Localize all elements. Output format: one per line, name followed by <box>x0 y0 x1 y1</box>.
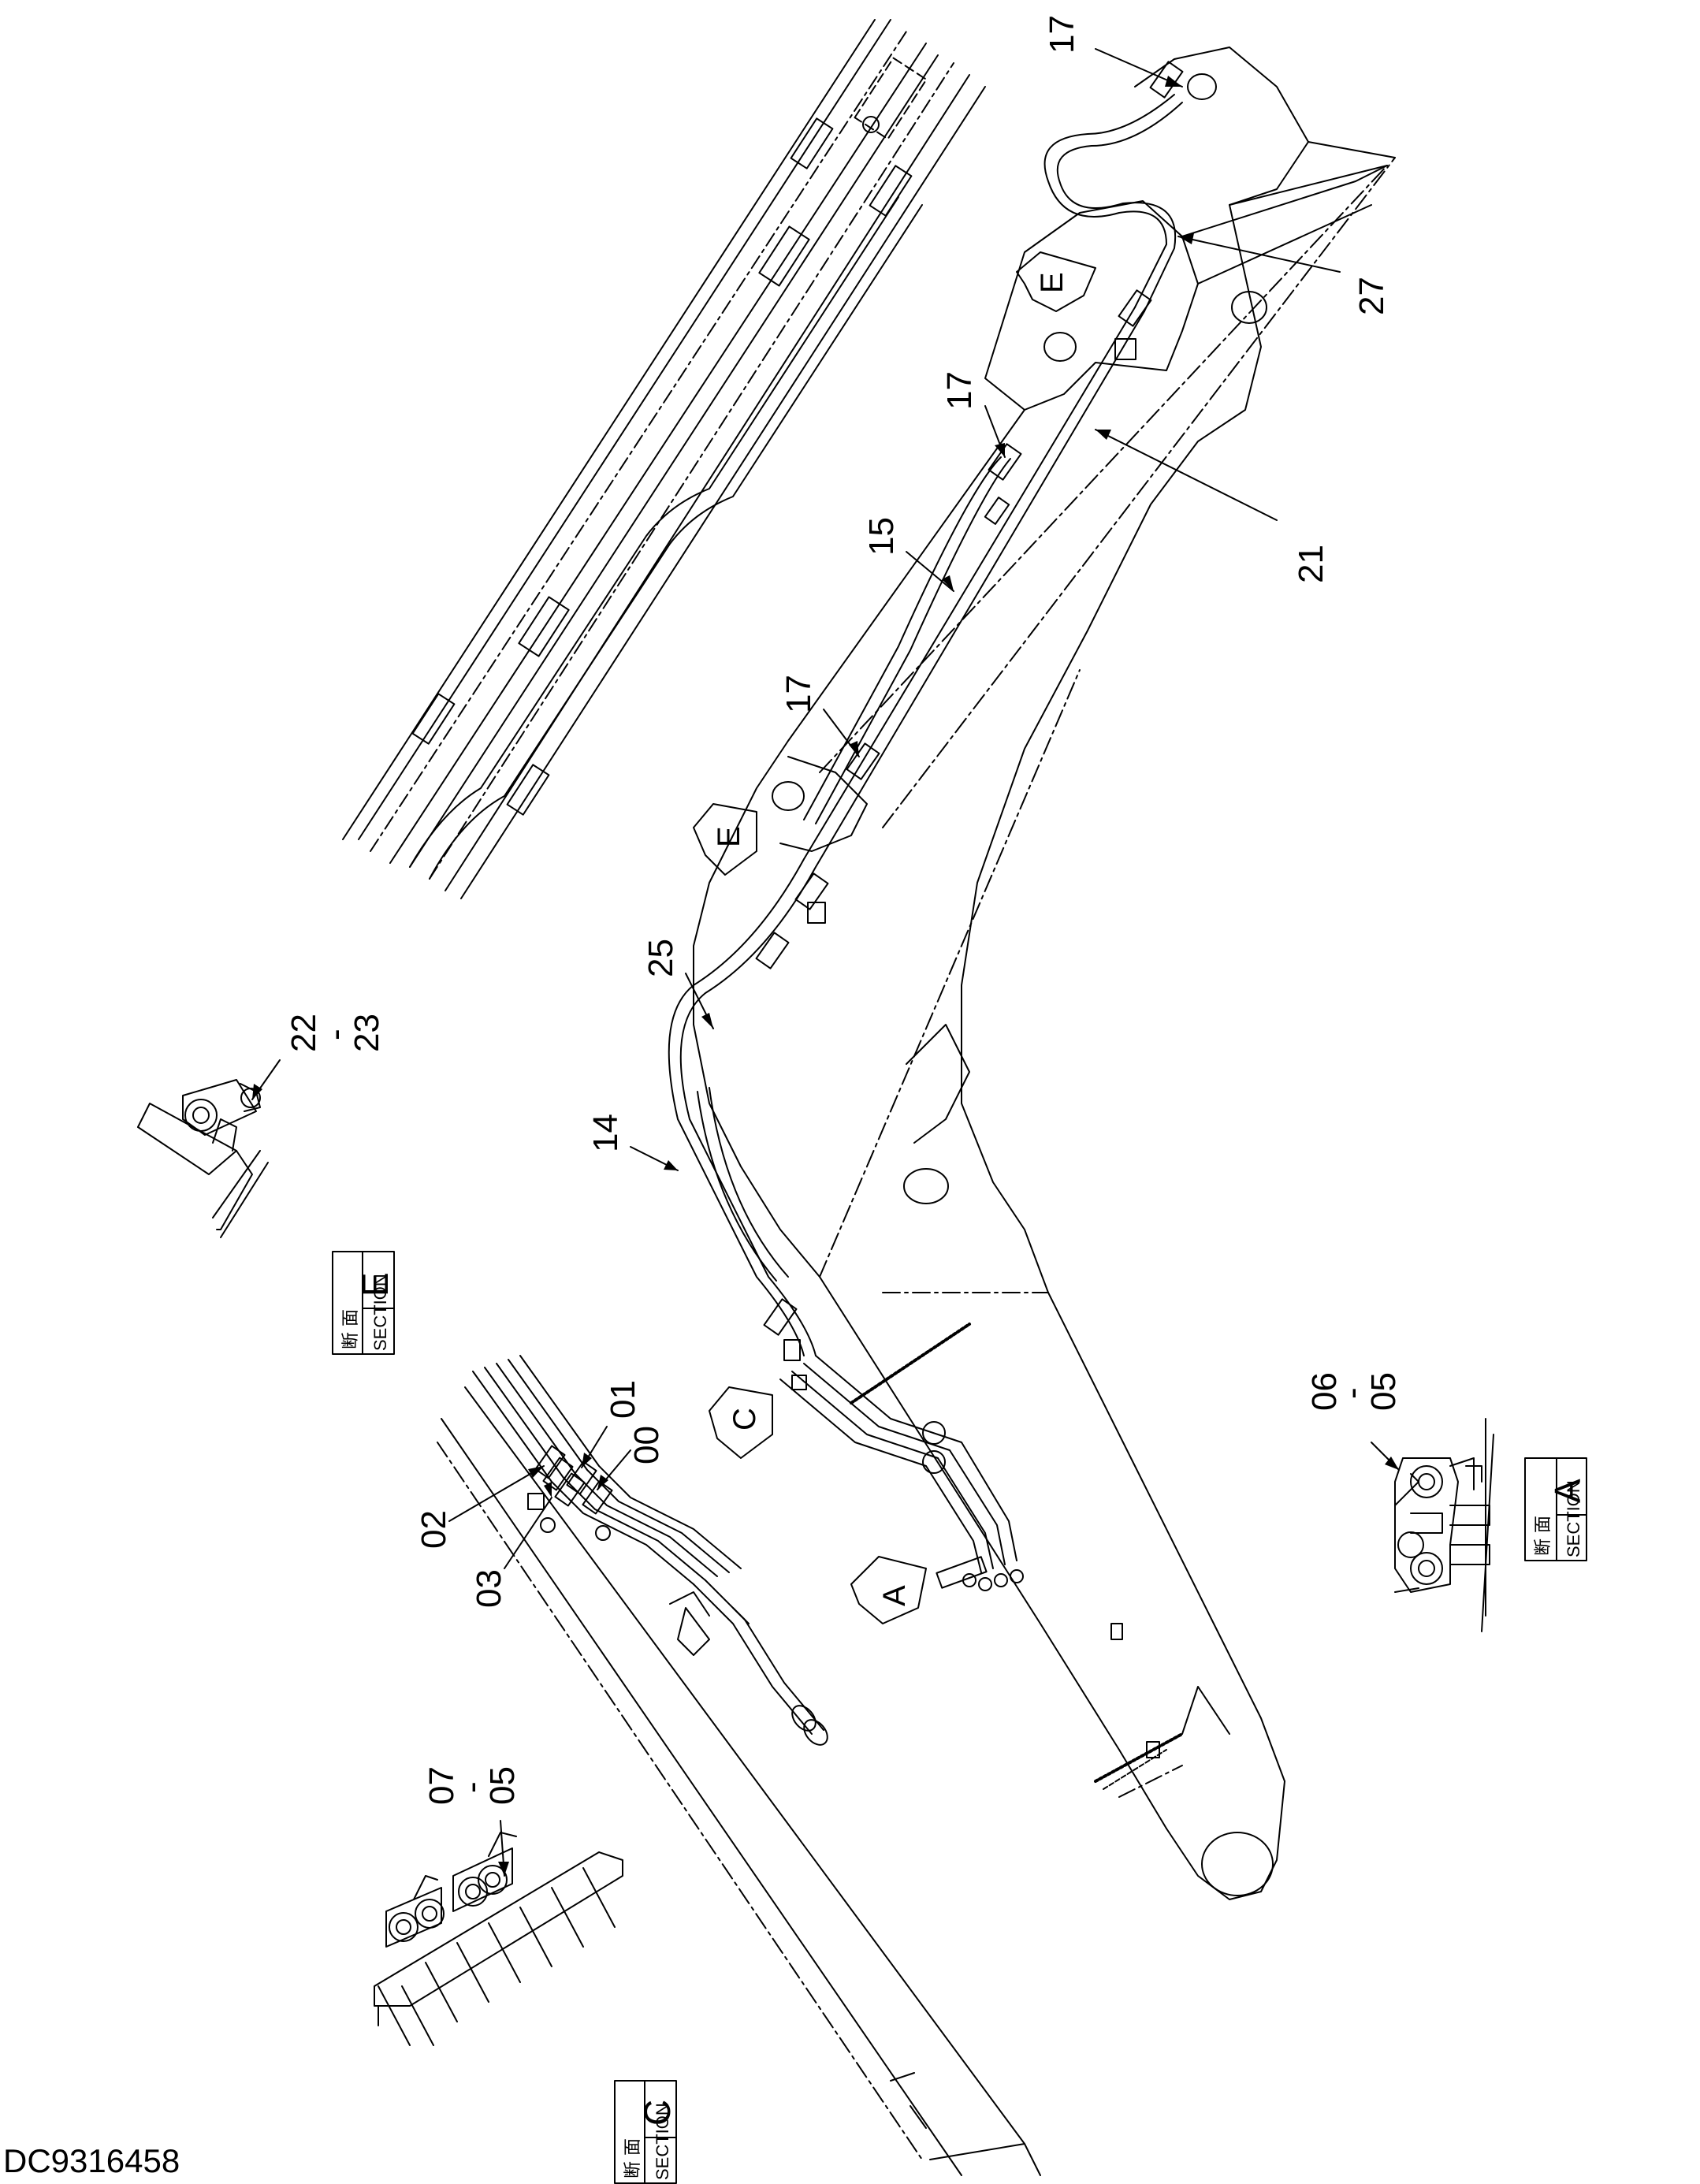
arm-detail-view <box>437 1355 1041 2176</box>
callout-06: 06 <box>1305 1372 1344 1411</box>
view-marker-e-top <box>1016 251 1096 312</box>
callout-14: 14 <box>586 1114 625 1152</box>
callout-21: 21 <box>1292 545 1330 583</box>
callout-06-dash: - <box>1333 1387 1371 1399</box>
section-a-kanji: 断 面 <box>1534 1516 1553 1556</box>
view-marker-c <box>709 1386 773 1459</box>
callout-17-low: 17 <box>779 675 818 713</box>
hose-runs <box>668 94 1183 1591</box>
section-a-clamp-inset <box>1394 1418 1494 1632</box>
weld-lines <box>850 1323 1184 1783</box>
callout-15: 15 <box>862 517 901 556</box>
boom-structure <box>693 47 1396 1900</box>
section-c-letter: C <box>637 2100 678 2126</box>
callout-17-mid: 17 <box>940 371 979 410</box>
section-title-boxes <box>332 1251 1587 2184</box>
view-marker-a-letter: A <box>877 1585 912 1606</box>
callout-07: 07 <box>422 1766 461 1805</box>
callout-22: 22 <box>285 1014 323 1052</box>
callout-01: 01 <box>604 1380 642 1419</box>
callout-17-top: 17 <box>1043 15 1081 54</box>
callout-25: 25 <box>642 939 680 977</box>
section-c-kanji: 断 面 <box>623 2138 643 2178</box>
leader-lines <box>251 48 1400 1877</box>
section-e-title: 断 面 SECTION E <box>341 1272 396 1351</box>
drawing-code: DC9316458 <box>3 2142 180 2179</box>
callout-22-dash: - <box>316 1029 355 1040</box>
leader-arrowheads <box>252 76 1399 1876</box>
section-e-letter: E <box>355 1272 396 1297</box>
callout-07-dash: - <box>452 1781 491 1793</box>
section-a-word: SECTION <box>1564 1480 1583 1557</box>
section-e-clamp-inset <box>137 1079 269 1238</box>
hose-fittings <box>755 61 1184 1390</box>
section-e-word: SECTION <box>370 1274 390 1351</box>
callout-00: 00 <box>627 1426 666 1464</box>
callout-02: 02 <box>415 1510 453 1549</box>
callout-labels: 17 27 17 15 21 17 25 14 22 - 23 01 00 02… <box>285 15 1403 1805</box>
callout-05-b: 05 <box>483 1766 522 1805</box>
section-c-title: 断 面 SECTION C <box>623 2100 678 2180</box>
pipe-bundle-detail-view <box>342 19 986 899</box>
section-a-title: 断 面 SECTION A <box>1534 1479 1588 1557</box>
view-marker-e-top-letter: E <box>1035 272 1069 293</box>
callout-03: 03 <box>470 1569 508 1608</box>
view-marker-shapes <box>693 251 1096 1624</box>
view-marker-a <box>850 1556 927 1624</box>
callout-23: 23 <box>348 1014 386 1052</box>
center-lines <box>819 157 1396 1798</box>
view-marker-c-letter: C <box>727 1408 762 1431</box>
view-marker-letters: E E C A <box>712 272 1069 1606</box>
view-marker-e-mid-letter: E <box>712 826 746 847</box>
section-e-kanji: 断 面 <box>341 1309 361 1349</box>
callout-05-a: 05 <box>1364 1372 1403 1411</box>
callout-27: 27 <box>1352 277 1391 315</box>
section-c-clamp-inset <box>374 1832 623 2046</box>
section-c-word: SECTION <box>653 2103 672 2180</box>
view-marker-e-mid <box>693 803 757 876</box>
section-a-letter: A <box>1547 1479 1588 1503</box>
